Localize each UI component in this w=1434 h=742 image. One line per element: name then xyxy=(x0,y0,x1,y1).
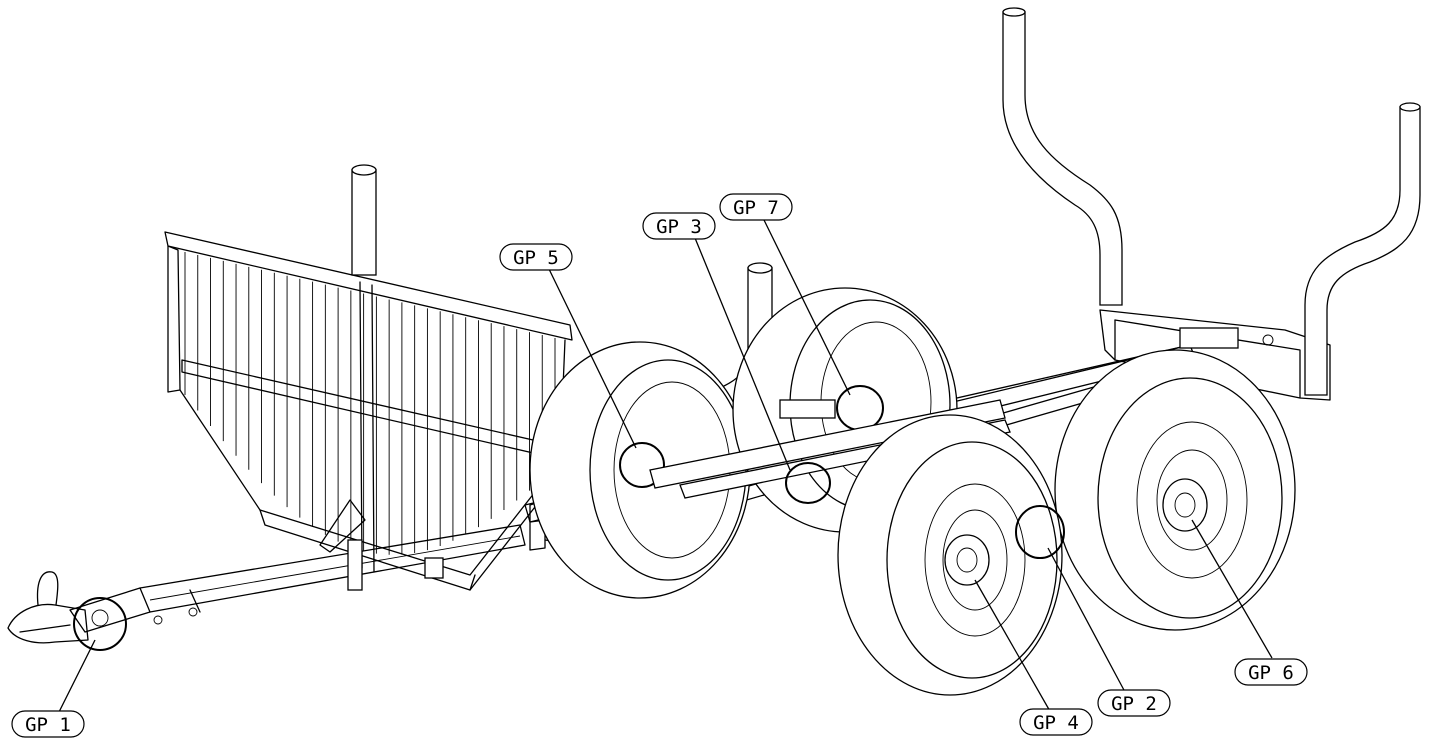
wheel-front-right xyxy=(837,414,1063,696)
callout-gp7-text: GP 7 xyxy=(733,197,779,219)
callout-gp5-text: GP 5 xyxy=(513,247,559,269)
callout-gp5: GP 5 xyxy=(499,243,573,271)
gp1-marker xyxy=(73,597,127,651)
callout-gp6: GP 6 xyxy=(1234,658,1308,686)
callout-gp3-text: GP 3 xyxy=(656,216,702,238)
wheel-rear-right xyxy=(1054,349,1296,631)
front-headboard xyxy=(164,231,573,591)
rear-stake-right xyxy=(1304,102,1421,396)
callout-gp3: GP 3 xyxy=(642,212,716,240)
callout-gp1: GP 1 xyxy=(11,710,85,738)
front-stake xyxy=(351,164,377,276)
callout-gp2: GP 2 xyxy=(1097,689,1171,717)
hitch-coupling xyxy=(7,571,109,644)
headboard-bars xyxy=(184,252,556,555)
leader-lines xyxy=(58,219,1273,721)
callout-gp2-text: GP 2 xyxy=(1111,693,1157,715)
drawbar xyxy=(69,524,526,633)
rear-bolster xyxy=(1099,309,1331,401)
callout-gp4-text: GP 4 xyxy=(1033,712,1079,734)
gp2-marker xyxy=(1015,505,1065,559)
gp3-marker xyxy=(785,462,831,504)
callout-gp7: GP 7 xyxy=(719,193,793,221)
callout-gp4: GP 4 xyxy=(1019,708,1093,736)
callout-gp1-text: GP 1 xyxy=(25,714,71,736)
rear-stake-left xyxy=(1002,7,1123,306)
callout-gp6-text: GP 6 xyxy=(1248,662,1294,684)
gp5-marker xyxy=(619,442,665,488)
